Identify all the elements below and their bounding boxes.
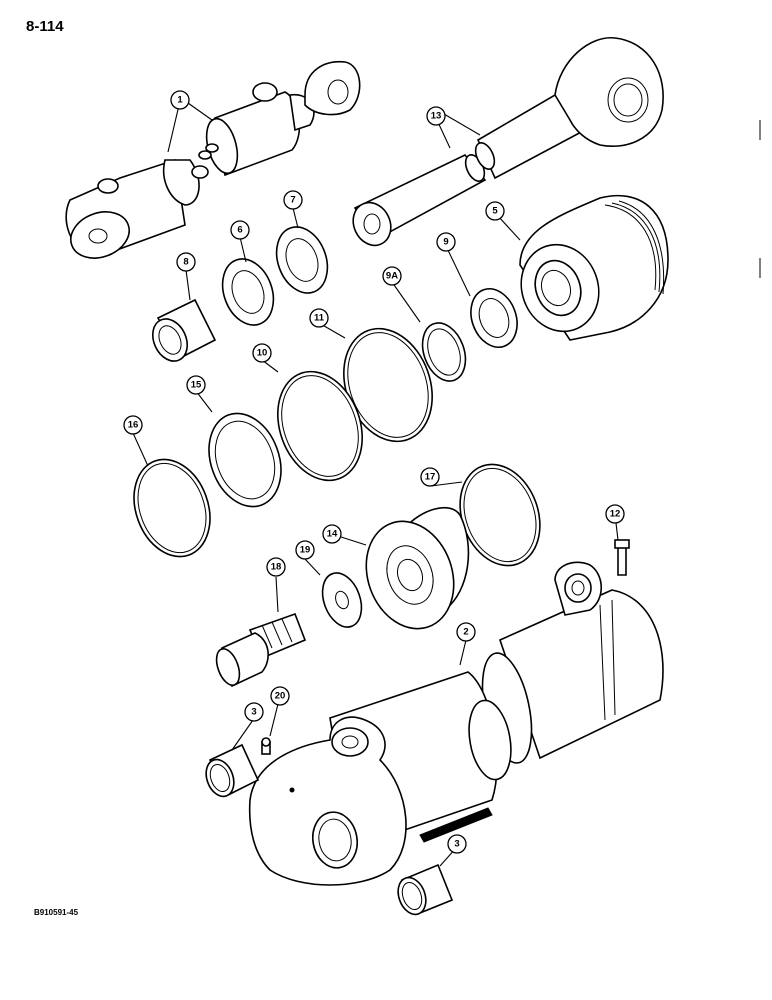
callout-6: 6	[230, 220, 250, 240]
part-9a-ring	[421, 322, 467, 382]
part-6-wiper-seal	[221, 258, 275, 326]
svg-text:18: 18	[271, 562, 282, 573]
callout-2: 2	[456, 622, 476, 642]
part-11-backup-ring	[343, 327, 433, 443]
svg-text:13: 13	[431, 111, 442, 122]
part-3-bushing-upper	[205, 743, 260, 798]
part-16-ring	[133, 458, 211, 558]
part-2-cylinder-barrel	[248, 561, 664, 886]
callout-5: 5	[485, 201, 505, 221]
callout-13: 13	[426, 106, 446, 126]
callout-8: 8	[176, 252, 196, 272]
callout-20: 20	[270, 686, 290, 706]
svg-text:9A: 9A	[386, 271, 398, 282]
callout-9a: 9A	[382, 266, 402, 286]
page-number: 8-114	[26, 18, 64, 35]
callout-12: 12	[605, 504, 625, 524]
part-15-piston-seal	[208, 412, 282, 508]
part-18-bolt	[215, 612, 307, 687]
part-1-cylinder-assembly	[65, 60, 361, 259]
callout-10: 10	[252, 343, 272, 363]
callout-16: 16	[123, 415, 143, 435]
callout-3-lower: 3	[447, 834, 467, 854]
callout-3-upper: 3	[244, 702, 264, 722]
callout-1: 1	[170, 90, 190, 110]
svg-text:5: 5	[492, 206, 498, 217]
part-10-o-ring	[277, 370, 363, 482]
svg-text:2: 2	[463, 627, 468, 638]
svg-text:19: 19	[300, 545, 311, 556]
part-19-washer	[321, 572, 363, 628]
svg-text:3: 3	[251, 707, 256, 718]
callout-19: 19	[295, 540, 315, 560]
svg-text:7: 7	[290, 195, 295, 206]
svg-text:20: 20	[275, 691, 286, 702]
part-12-bleed-screw	[614, 539, 630, 576]
figure-code: B910591-45	[34, 908, 79, 917]
svg-text:17: 17	[425, 472, 436, 483]
part-8-bushing	[151, 298, 217, 362]
svg-text:12: 12	[610, 509, 621, 520]
svg-text:9: 9	[443, 237, 448, 248]
svg-text:8: 8	[183, 257, 188, 268]
callout-17: 17	[420, 467, 440, 487]
part-20-grease-fitting	[261, 737, 271, 755]
svg-text:14: 14	[327, 529, 338, 540]
svg-text:3: 3	[454, 839, 459, 850]
callout-14: 14	[322, 524, 342, 544]
part-14-piston	[365, 506, 470, 630]
svg-text:16: 16	[128, 420, 139, 431]
callout-15: 15	[186, 375, 206, 395]
svg-text:11: 11	[314, 313, 325, 324]
svg-text:6: 6	[237, 225, 242, 236]
svg-text:1: 1	[177, 95, 183, 106]
part-9-seal	[470, 288, 518, 348]
callout-9: 9	[436, 232, 456, 252]
callout-7: 7	[283, 190, 303, 210]
leader-lines	[132, 100, 619, 867]
part-5-gland	[519, 194, 669, 341]
part-13-piston-rod	[352, 37, 664, 247]
part-7-rod-seal	[275, 226, 329, 294]
svg-text:10: 10	[257, 348, 268, 359]
part-3-bushing-lower	[397, 863, 454, 916]
callout-11: 11	[309, 308, 329, 328]
svg-text:15: 15	[191, 380, 202, 391]
callout-18: 18	[266, 557, 286, 577]
